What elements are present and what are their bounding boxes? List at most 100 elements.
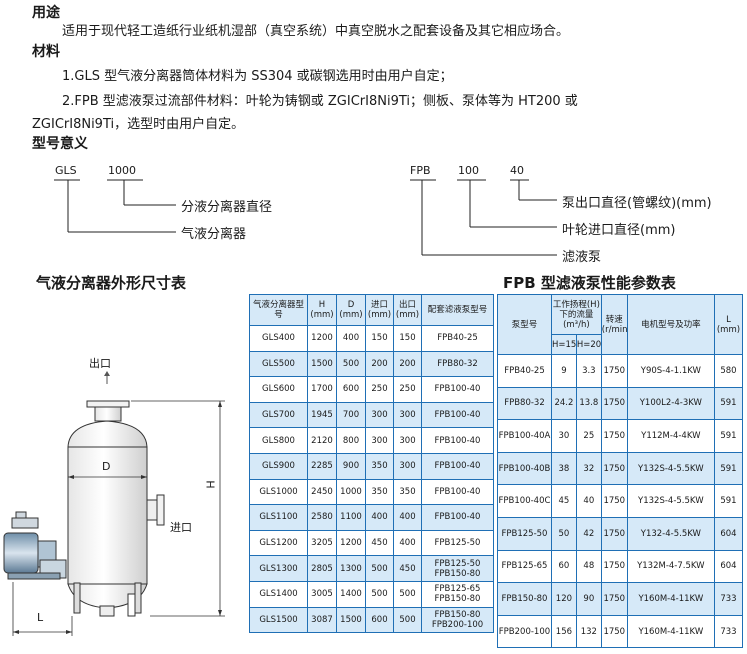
gls-cell: 1400 <box>336 580 366 608</box>
fpb-cell: 25 <box>575 419 602 453</box>
gls-cell: GLS900 <box>249 452 308 480</box>
fpb-cell: 591 <box>713 419 744 453</box>
gls-cell: 3205 <box>307 529 337 557</box>
fpb-table-title: FPB 型滤液泵性能参数表 <box>503 274 676 292</box>
gls-cell: 2285 <box>307 452 337 480</box>
fpb-cell: 120 <box>550 582 577 616</box>
fpb-cell: 40 <box>575 484 602 518</box>
fpb-cell: 50 <box>550 516 577 551</box>
gls-cell: 300 <box>393 427 422 454</box>
fpb-cell: Y132-4-5.5KW <box>626 516 715 551</box>
fpb-size: 100 <box>458 164 479 177</box>
model-meaning-diagram <box>54 179 557 256</box>
inlet-label: 进口 <box>170 521 192 534</box>
fpb-cell: 45 <box>550 484 577 518</box>
gls-cell: GLS1100 <box>249 504 308 531</box>
fpb-cell: 1750 <box>600 451 628 486</box>
fpb-cell: 1750 <box>600 614 628 649</box>
fpb-cell: FPB125-50 <box>497 516 552 551</box>
gls-cell: GLS1500 <box>249 606 308 634</box>
gls-cell: GLS1000 <box>249 478 308 506</box>
fpb-cell: 1750 <box>600 484 628 518</box>
gls-cell: FPB125-65 FPB150-80 <box>421 580 494 608</box>
fpb-cell: FPB150-80 <box>497 582 552 616</box>
gls-cell: GLS1200 <box>249 529 308 557</box>
fpb-header-h15: H=15m <box>550 334 577 355</box>
gls-cell: GLS1400 <box>249 580 308 608</box>
gls-cell: FPB100-40 <box>421 478 494 506</box>
fpb-cell: 733 <box>713 582 744 616</box>
gls-cell: 450 <box>365 529 394 557</box>
gls-code: GLS <box>55 164 77 177</box>
fpb-cell: 132 <box>575 614 602 649</box>
gls-cell: GLS700 <box>249 401 308 429</box>
gls-cell: 400 <box>365 504 394 531</box>
gls-cell: FPB100-40 <box>421 427 494 454</box>
separator-drawing <box>3 371 225 636</box>
fpb-label-outlet: 泵出口直径(管螺纹)(mm) <box>562 196 712 211</box>
gls-cell: 1500 <box>307 350 337 378</box>
fpb-label-inlet: 叶轮进口直径(mm) <box>562 223 676 238</box>
fpb-label-type: 滤液泵 <box>562 250 602 265</box>
gls-cell: 600 <box>365 606 394 634</box>
gls-cell: FPB80-32 <box>421 350 494 378</box>
fpb-cell: Y100L2-4-3KW <box>626 386 715 421</box>
fpb-table-subheader-row: H=15mH=20m <box>498 334 743 355</box>
fpb-cell: FPB125-65 <box>497 549 552 584</box>
material-line-3: ZGICrI8Ni9Ti，选型时由用户自定。 <box>32 117 245 132</box>
gls-cell: 350 <box>365 452 394 480</box>
gls-label-type: 气液分离器 <box>181 227 247 242</box>
gls-cell: 2580 <box>307 504 337 531</box>
gls-cell: GLS1300 <box>249 555 308 582</box>
fpb-cell: 90 <box>575 582 602 616</box>
gls-cell: 700 <box>336 401 366 429</box>
gls-cell: 300 <box>365 427 394 454</box>
gls-cell: 350 <box>393 478 422 506</box>
fpb-cell: 32 <box>575 451 602 486</box>
fpb-header-flow: 工作扬程(H) 下的流量(m³/h) <box>550 294 602 335</box>
gls-cell: 900 <box>336 452 366 480</box>
gls-cell: 150 <box>365 325 394 352</box>
fpb-cell: 42 <box>575 516 602 551</box>
fpb-cell: 591 <box>713 451 744 486</box>
gls-cell: GLS500 <box>249 350 308 378</box>
gls-cell: GLS800 <box>249 427 308 454</box>
gls-cell: 400 <box>393 529 422 557</box>
fpb-cell: FPB40-25 <box>497 354 552 388</box>
fpb-outlet: 40 <box>510 164 524 177</box>
gls-cell: 300 <box>365 401 394 429</box>
fpb-cell: 156 <box>550 614 577 649</box>
gls-label-size: 分液分离器直径 <box>181 200 273 215</box>
fpb-cell: FPB80-32 <box>497 386 552 421</box>
gls-header-cell: H (mm) <box>307 294 337 326</box>
fpb-cell: 1750 <box>600 354 628 388</box>
gls-cell: 200 <box>393 350 422 378</box>
fpb-cell: 733 <box>713 614 744 649</box>
gls-cell: 1945 <box>307 401 337 429</box>
gls-header-cell: 进口 (mm) <box>365 294 394 326</box>
fpb-cell: 604 <box>713 516 744 551</box>
gls-cell: FPB100-40 <box>421 504 494 531</box>
gls-cell: 450 <box>393 555 422 582</box>
gls-cell: FPB100-40 <box>421 401 494 429</box>
gls-cell: 300 <box>393 401 422 429</box>
gls-cell: 2120 <box>307 427 337 454</box>
fpb-cell: Y112M-4-4KW <box>626 419 715 453</box>
material-heading: 材料 <box>32 44 60 60</box>
gls-cell: 200 <box>365 350 394 378</box>
